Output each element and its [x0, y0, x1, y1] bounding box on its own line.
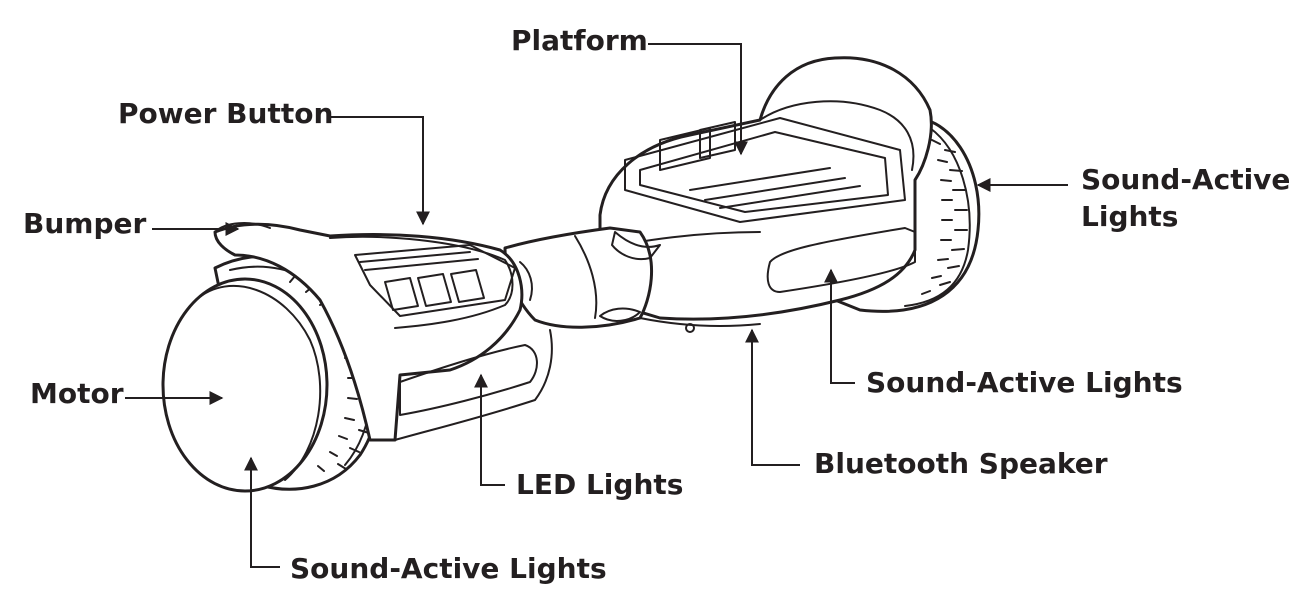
sound-active-lights-middle-label: Sound-Active Lights — [866, 366, 1183, 399]
bluetooth-speaker-label: Bluetooth Speaker — [814, 447, 1108, 480]
power-button-leader — [330, 116, 430, 226]
sound-active-lights-middle-leader — [824, 268, 855, 384]
sound-active-lights-right-label-line1: Sound-Active — [1081, 163, 1291, 196]
leader-lines — [125, 43, 1068, 568]
bumper-label: Bumper — [23, 207, 147, 240]
right-shell — [598, 56, 933, 321]
led-lights-leader — [474, 373, 505, 486]
power-button-label: Power Button — [118, 97, 334, 130]
sound-active-lights-right-label-line2: Lights — [1081, 200, 1179, 233]
hoverboard-illustration — [161, 56, 981, 493]
center-neck — [503, 226, 761, 333]
sound-active-lights-bottom-leader — [244, 456, 280, 568]
led-lights-label: LED Lights — [516, 468, 684, 501]
bluetooth-speaker-leader — [745, 328, 800, 466]
right-wheel — [833, 116, 981, 313]
motor-hub — [161, 277, 329, 493]
platform-label: Platform — [511, 24, 648, 57]
motor-label: Motor — [30, 377, 124, 410]
platform-leader — [648, 43, 748, 156]
sound-active-lights-bottom-label: Sound-Active Lights — [290, 552, 607, 585]
